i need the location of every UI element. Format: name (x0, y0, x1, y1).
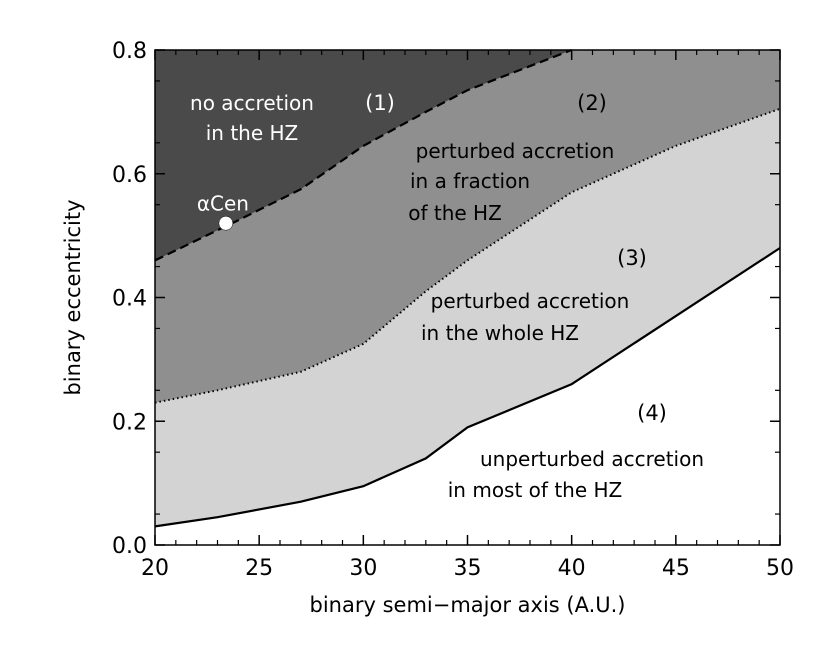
region-4-label-line: in most of the HZ (448, 478, 622, 502)
y-tick-label: 0.4 (112, 287, 147, 312)
x-tick-label: 50 (766, 556, 794, 581)
x-tick-label: 30 (349, 556, 377, 581)
region-2-label-line: of the HZ (408, 201, 502, 225)
x-tick-label: 20 (141, 556, 169, 581)
region-1-label-line: in the HZ (206, 121, 299, 145)
y-tick-label: 0.6 (112, 163, 147, 188)
regions-layer (155, 50, 780, 545)
region-3-number: (3) (617, 246, 647, 270)
y-axis-label: binary eccentricity (61, 199, 85, 395)
x-axis-label: binary semi−major axis (A.U.) (310, 593, 626, 617)
y-tick-label: 0.0 (112, 534, 147, 559)
region-4-label-line: unperturbed accretion (480, 447, 704, 471)
region-2-number: (2) (577, 91, 607, 115)
x-tick-label: 25 (245, 556, 273, 581)
x-tick-label: 35 (454, 556, 482, 581)
region-1-fill (155, 50, 572, 261)
alpha-cen-label: αCen (197, 191, 249, 215)
region-2-label-line: perturbed accretion (416, 139, 615, 163)
boundary-3-4-line (154, 247, 781, 528)
region-labels-layer: (1) no accretion in the HZ (2) perturbed acc… (190, 91, 704, 502)
x-tick-label: 45 (662, 556, 690, 581)
ticks-layer: 20 25 30 35 40 45 50 0.0 0.2 0.4 0.6 0.8 (112, 39, 794, 581)
region-4-number: (4) (637, 401, 667, 425)
region-3-label-line: in the whole HZ (421, 321, 579, 345)
annotations-layer: αCen (197, 191, 249, 231)
region-1-label-line: no accretion (190, 91, 314, 115)
region-3-label-line: perturbed accretion (431, 289, 630, 313)
region-2-label-line: in a fraction (410, 169, 530, 193)
boundary-1-2-line (154, 48, 573, 262)
y-tick-label: 0.8 (112, 39, 147, 64)
boundary-lines-layer (154, 48, 781, 528)
y-tick-label: 0.2 (112, 410, 147, 435)
x-tick-label: 40 (558, 556, 586, 581)
alpha-cen-marker (218, 216, 234, 231)
region-1-number: (1) (365, 91, 395, 115)
